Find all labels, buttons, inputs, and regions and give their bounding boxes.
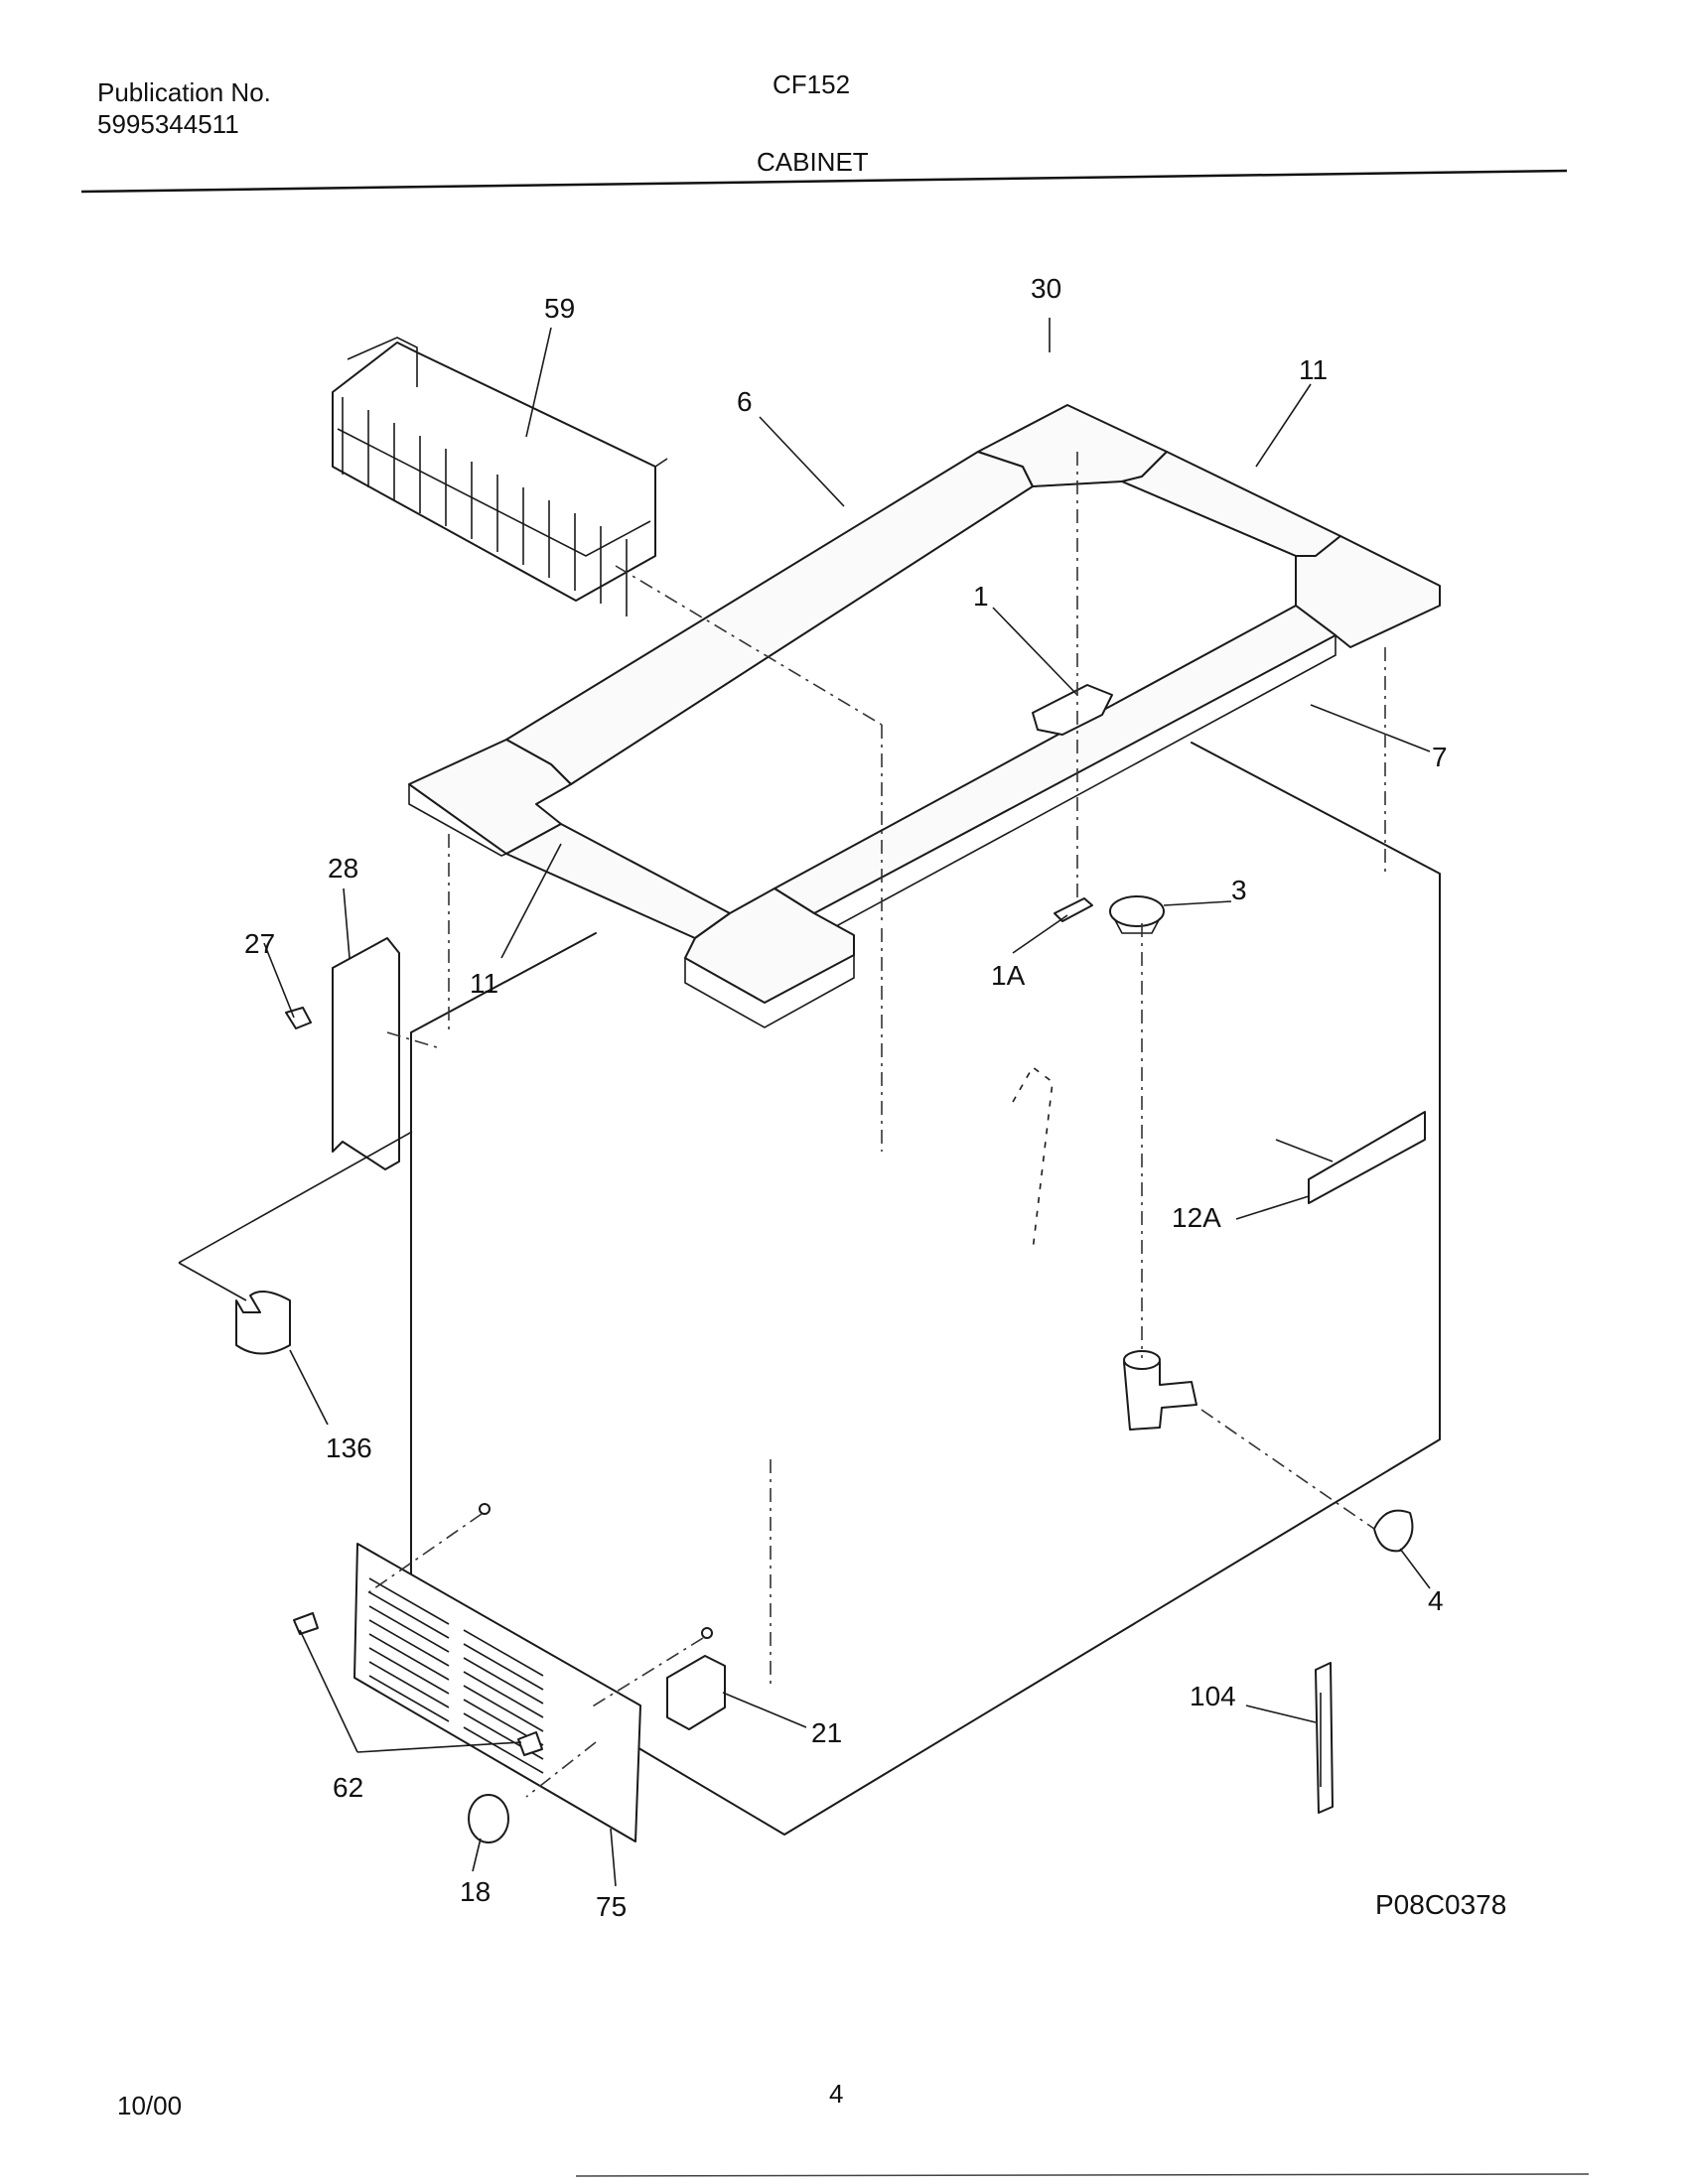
callout-62: 62 bbox=[333, 1772, 363, 1803]
part-12A-label bbox=[1308, 1111, 1426, 1204]
part-136-cap bbox=[235, 1291, 291, 1355]
publication-number: 5995344511 bbox=[97, 109, 239, 139]
callout-28: 28 bbox=[328, 853, 358, 884]
part-3-plug bbox=[1109, 895, 1165, 927]
part-4-plug bbox=[1373, 1509, 1414, 1553]
drain-fitting bbox=[1123, 1361, 1197, 1431]
callout-75: 75 bbox=[596, 1891, 627, 1922]
callout-104: 104 bbox=[1190, 1681, 1236, 1711]
callout-30: 30 bbox=[1031, 273, 1061, 304]
callout-11-bottom: 11 bbox=[470, 968, 498, 999]
callouts: 59 30 11 6 1 7 28 27 11 1A 3 12A 136 4 1… bbox=[244, 273, 1448, 1922]
footer-rule bbox=[575, 2173, 1590, 2177]
callout-4: 4 bbox=[1428, 1585, 1444, 1616]
callout-21: 21 bbox=[811, 1717, 842, 1748]
part-104-thermometer bbox=[1315, 1662, 1334, 1814]
part-27-screw bbox=[285, 1007, 312, 1029]
part-21-control bbox=[666, 1655, 726, 1730]
callout-1A: 1A bbox=[991, 960, 1026, 991]
callout-1: 1 bbox=[973, 581, 989, 612]
callout-59: 59 bbox=[544, 293, 575, 324]
callout-18: 18 bbox=[460, 1876, 491, 1907]
callout-7: 7 bbox=[1432, 742, 1448, 772]
drawing-number: P08C0378 bbox=[1375, 1889, 1506, 1920]
publication-label: Publication No. bbox=[97, 77, 271, 107]
part-62-screw-left bbox=[293, 1612, 319, 1635]
part-18-knob bbox=[468, 1794, 509, 1843]
section-title: CABINET bbox=[757, 147, 869, 177]
page-number: 4 bbox=[829, 2079, 843, 2109]
front-grille bbox=[353, 1543, 641, 1843]
gasket-frame bbox=[408, 404, 1441, 1028]
part-1-clip bbox=[1032, 684, 1113, 736]
part-1A-clip bbox=[1054, 897, 1093, 922]
header-rule bbox=[80, 169, 1568, 194]
part-62-screw-right bbox=[517, 1731, 543, 1756]
cabinet-body bbox=[410, 742, 1441, 1836]
alignment-lines bbox=[366, 452, 1386, 1798]
model-number: CF152 bbox=[773, 69, 851, 99]
wire-basket-icon bbox=[332, 337, 668, 616]
callout-27: 27 bbox=[244, 928, 275, 959]
callout-12A: 12A bbox=[1172, 1202, 1221, 1233]
callout-6: 6 bbox=[737, 386, 753, 417]
leader-lines bbox=[178, 318, 1431, 1887]
footer-date: 10/00 bbox=[117, 2091, 182, 2120]
callout-3: 3 bbox=[1231, 875, 1247, 905]
callout-11-top: 11 bbox=[1299, 354, 1328, 385]
callout-136: 136 bbox=[326, 1433, 372, 1463]
part-28-bracket bbox=[332, 937, 400, 1170]
